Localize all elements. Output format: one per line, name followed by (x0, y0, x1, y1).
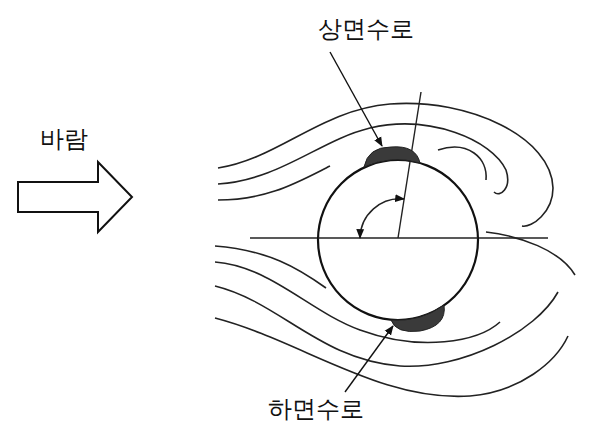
cable-circle (318, 160, 478, 320)
leader-line (345, 326, 393, 392)
horizontal-axis (250, 237, 548, 238)
angle-arc (360, 199, 404, 238)
lower-rivulet (391, 305, 444, 332)
streamlines (215, 103, 575, 396)
rivulet-label: 상면수로 (318, 16, 414, 42)
rivulet-label: 하면수로 (268, 396, 364, 422)
rivulet-angle-line (398, 92, 421, 238)
wind-label: 바람 (40, 126, 88, 152)
wind-arrow (18, 162, 132, 232)
upper-rivulet (364, 147, 420, 167)
leader-line (330, 52, 382, 146)
